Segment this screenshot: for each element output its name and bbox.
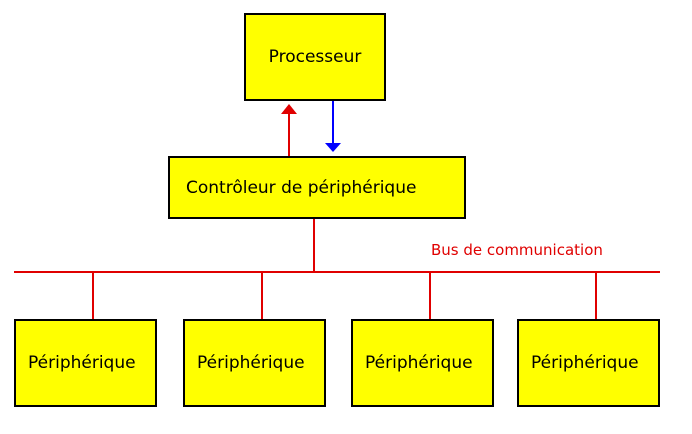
processor-label: Processeur — [268, 47, 362, 67]
peripheral-box: Périphérique — [183, 319, 326, 407]
peripheral-label: Périphérique — [197, 353, 305, 373]
peripheral-label: Périphérique — [28, 353, 136, 373]
peripheral-box: Périphérique — [14, 319, 157, 407]
device-controller-label: Contrôleur de périphérique — [186, 177, 417, 198]
upward-arrow-head — [281, 104, 297, 114]
peripheral-label: Périphérique — [531, 353, 639, 373]
processor-box: Processeur — [244, 13, 386, 101]
peripheral-box: Périphérique — [351, 319, 494, 407]
bus-label: Bus de communication — [431, 241, 603, 259]
peripheral-box: Périphérique — [517, 319, 660, 407]
device-controller-box: Contrôleur de périphérique — [168, 156, 466, 219]
downward-arrow-head — [325, 143, 341, 152]
peripheral-label: Périphérique — [365, 353, 473, 373]
